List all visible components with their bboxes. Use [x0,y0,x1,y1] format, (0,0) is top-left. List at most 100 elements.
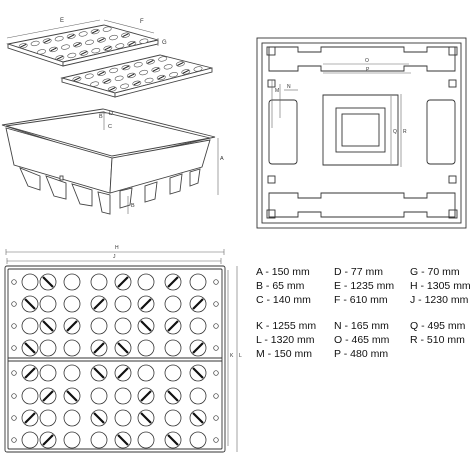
grating-opening [63,273,81,291]
dim-H: H - 1305 mm [410,280,470,292]
grating-slot [117,342,129,354]
iso-grating-opening [139,69,149,76]
dim-J: J - 1230 mm [410,294,469,306]
iso-grating-opening [109,34,118,41]
grating-opening [21,431,39,449]
iso-grating-slot [182,69,190,74]
grating-slot [93,342,105,354]
iso-grating-slot [104,46,112,51]
label-B-foot: B [131,203,135,209]
iso-grating-slot [158,75,165,80]
edge-hole [11,415,17,421]
grating-opening [137,339,155,357]
edge-hole [11,279,17,285]
label-J: J [113,254,116,260]
iso-grating-opening [169,72,178,78]
label-A: A [220,156,224,162]
grating-slot [117,276,129,288]
dim-F: F - 610 mm [334,294,388,306]
label-F: F [140,19,144,25]
grating-opening [90,431,108,449]
iso-grating-slot [103,79,111,84]
label-D: D [109,111,113,117]
iso-tub [1,108,216,215]
iso-grating-slot [152,67,160,72]
grating-slot [192,342,204,354]
grating-opening [189,387,207,405]
dim-K: K - 1255 mm [256,320,317,332]
grating-slot [66,320,78,332]
iso-grating-opening [133,62,143,68]
edge-hole [213,415,219,421]
grating-slot [42,276,54,288]
grating-slot [24,342,36,354]
top-view [256,37,467,229]
iso-grating-opening [30,40,40,47]
grating-slot [66,390,78,402]
grating-opening [189,431,207,449]
iso-grating-opening [85,39,94,45]
grating-opening [63,409,81,427]
grating-opening [137,273,155,291]
grating-slot [42,320,54,332]
grating-slot [140,412,152,424]
edge-hole [11,301,17,307]
grating-opening [21,317,39,335]
iso-grating-back [6,24,159,67]
iso-grating-opening [163,64,173,70]
label-R: R [403,129,407,135]
iso-grating-slot [74,42,81,47]
grating-opening [114,295,132,313]
grating-opening [39,295,57,313]
dim-Q: Q - 495 mm [410,320,466,332]
iso-grating-slot [43,39,51,44]
dim-G: G - 70 mm [410,266,460,278]
edge-hole [11,393,17,399]
iso-grating-slot [177,61,184,66]
grating-opening [39,409,57,427]
iso-grating-front [60,54,213,98]
iso-grating-slot [109,87,116,92]
grating-slot [93,367,105,379]
edge-hole [11,370,17,376]
dim-E: E - 1235 mm [334,280,395,292]
grating-slot [42,434,54,446]
iso-grating-slot [80,51,88,56]
iso-grating-slot [122,33,129,38]
iso-grating-slot [50,47,57,52]
edge-hole [213,301,219,307]
grating-opening [164,409,182,427]
iso-grating-slot [19,43,27,48]
label-H: H [115,245,119,251]
label-M: M [275,88,279,94]
edge-hole [213,437,219,443]
grating-slot [167,276,179,288]
grating-opening [164,295,182,313]
iso-grating-opening [193,66,203,72]
top-view-dimensions [271,63,411,167]
dim-N: N - 165 mm [334,320,389,332]
dim-O: O - 465 mm [334,334,390,346]
iso-grating-opening [91,48,101,54]
dim-M: M - 150 mm [256,348,313,360]
iso-grating-opening [139,38,149,44]
iso-grating-slot [98,71,105,76]
edge-hole [213,323,219,329]
edge-hole [11,323,17,329]
grating-slot [24,367,36,379]
grating-slot [93,412,105,424]
iso-grating-opening [158,56,168,62]
label-N: N [287,84,291,90]
iso-grating-opening [37,49,46,55]
grating-slot [24,412,36,424]
dim-A: A - 150 mm [256,266,310,278]
grating-plan [4,265,226,453]
iso-grating-opening [115,43,125,49]
grating-slot [140,390,152,402]
label-L: L [239,353,242,359]
grating-opening [63,431,81,449]
grating-slot [192,298,204,310]
grating-opening [21,387,39,405]
dim-R: R - 510 mm [410,334,465,346]
